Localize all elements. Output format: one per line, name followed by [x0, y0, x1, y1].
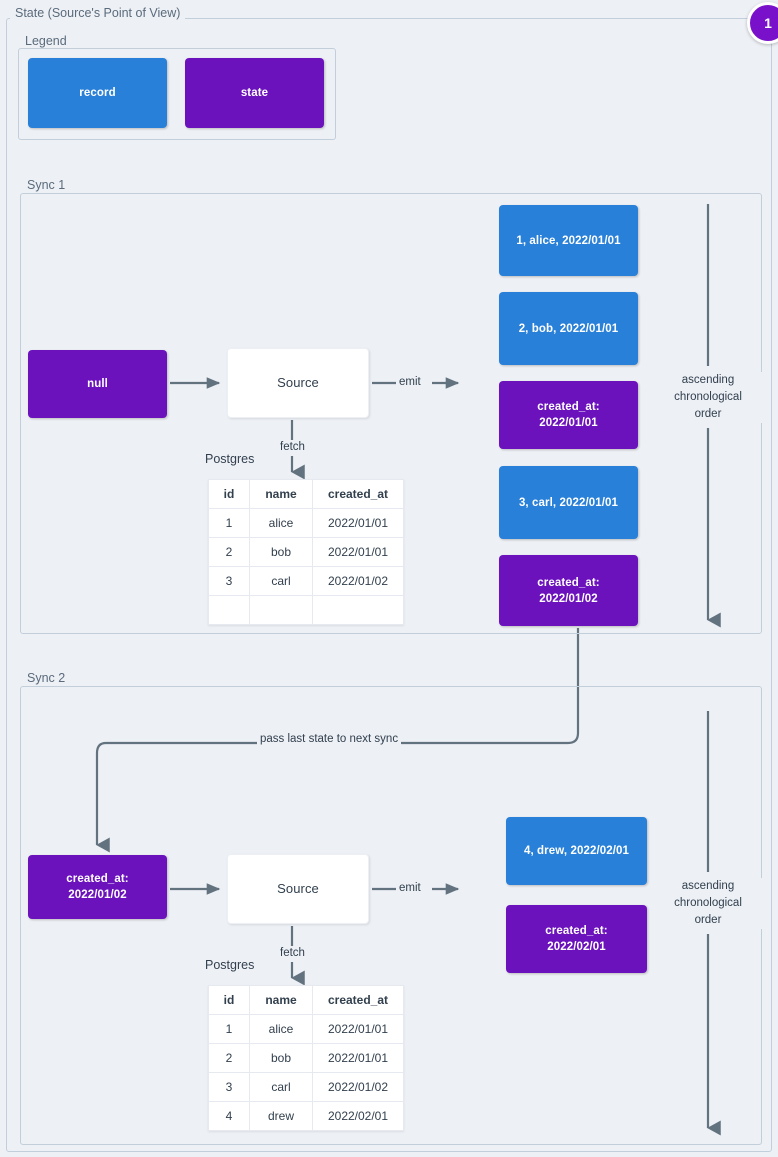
table-row: 2 bob 2022/01/01 [208, 1043, 404, 1073]
order-line-2: chronological [674, 897, 742, 909]
column-header-id: id [208, 479, 250, 509]
cell-name: alice [249, 508, 313, 538]
table-row-empty [208, 595, 404, 625]
legend-title: Legend [20, 34, 72, 48]
sync1-emit-label: emit [396, 375, 424, 389]
order-line-3: order [694, 408, 722, 420]
order-line-1: ascending [681, 374, 735, 386]
sync1-postgres-table: id name created_at 1 alice 2022/01/01 2 … [208, 479, 404, 625]
cell-name: bob [249, 1043, 313, 1073]
cell-created-at: 2022/01/01 [312, 537, 404, 567]
sync1-record-node-3: 3, carl, 2022/01/01 [499, 466, 638, 539]
sync2-postgres-table: id name created_at 1 alice 2022/01/01 2 … [208, 985, 404, 1131]
sync1-input-state-node: null [28, 350, 167, 418]
sync2-database-label: Postgres [205, 958, 255, 972]
step-badge[interactable]: 1 [747, 2, 778, 44]
table-row: 1 alice 2022/01/01 [208, 508, 404, 538]
order-line-2: chronological [674, 391, 742, 403]
sync1-order-label: ascending chronological order [653, 372, 763, 423]
cell-id: 3 [208, 1072, 250, 1102]
table-row: 2 bob 2022/01/01 [208, 537, 404, 567]
column-header-created-at: created_at [312, 479, 404, 509]
sync1-record-node-1: 1, alice, 2022/01/01 [499, 205, 638, 276]
cell-id: 2 [208, 537, 250, 567]
table-header-row: id name created_at [208, 985, 404, 1015]
sync1-database-label: Postgres [205, 452, 255, 466]
column-header-id: id [208, 985, 250, 1015]
legend-swatch-state: state [185, 58, 324, 128]
cell-created-at: 2022/02/01 [312, 1101, 404, 1131]
legend-swatch-record: record [28, 58, 167, 128]
sync2-source-node: Source [227, 854, 369, 924]
cell-created-at: 2022/01/01 [312, 1014, 404, 1044]
table-row: 4 drew 2022/02/01 [208, 1101, 404, 1131]
state-key: created_at: [66, 873, 129, 885]
order-line-1: ascending [681, 880, 735, 892]
sync1-title: Sync 1 [22, 178, 71, 192]
state-value: 2022/01/01 [539, 417, 598, 429]
table-row: 1 alice 2022/01/01 [208, 1014, 404, 1044]
cell-created-at: 2022/01/02 [312, 1072, 404, 1102]
sync1-state-node-2: created_at: 2022/01/02 [499, 555, 638, 626]
sync1-state-node-1: created_at: 2022/01/01 [499, 381, 638, 449]
cell-id: 1 [208, 508, 250, 538]
sync2-record-node-1: 4, drew, 2022/02/01 [506, 817, 647, 885]
cell-id: 2 [208, 1043, 250, 1073]
sync1-fetch-label: fetch [277, 440, 308, 454]
cell-name: carl [249, 1072, 313, 1102]
cell-created-at: 2022/01/02 [312, 566, 404, 596]
state-value: 2022/01/02 [68, 889, 127, 901]
sync2-state-node-1: created_at: 2022/02/01 [506, 905, 647, 973]
state-key: created_at: [537, 576, 600, 589]
column-header-name: name [249, 479, 313, 509]
cell-name: drew [249, 1101, 313, 1131]
order-line-3: order [694, 914, 722, 926]
sync2-input-state-node: created_at: 2022/01/02 [28, 855, 167, 919]
column-header-created-at: created_at [312, 985, 404, 1015]
state-value: 2022/02/01 [547, 941, 606, 953]
state-value: 2022/01/02 [539, 592, 598, 605]
cell-id: 3 [208, 566, 250, 596]
table-row: 3 carl 2022/01/02 [208, 566, 404, 596]
state-key: created_at: [545, 925, 608, 937]
state-key: created_at: [537, 401, 600, 413]
cell-created-at [312, 595, 404, 625]
cell-created-at: 2022/01/01 [312, 508, 404, 538]
sync1-record-node-2: 2, bob, 2022/01/01 [499, 292, 638, 365]
sync2-emit-label: emit [396, 881, 424, 895]
sync1-source-node: Source [227, 348, 369, 418]
cell-name [249, 595, 313, 625]
cell-name: alice [249, 1014, 313, 1044]
page-title: State (Source's Point of View) [10, 6, 186, 20]
cell-id [208, 595, 250, 625]
table-header-row: id name created_at [208, 479, 404, 509]
diagram-root-frame [6, 18, 772, 1152]
sync2-title: Sync 2 [22, 671, 71, 685]
cell-id: 4 [208, 1101, 250, 1131]
cell-id: 1 [208, 1014, 250, 1044]
column-header-name: name [249, 985, 313, 1015]
cell-name: bob [249, 537, 313, 567]
table-row: 3 carl 2022/01/02 [208, 1072, 404, 1102]
cell-name: carl [249, 566, 313, 596]
sync2-order-label: ascending chronological order [653, 878, 763, 929]
pass-last-state-label: pass last state to next sync [257, 732, 402, 746]
cell-created-at: 2022/01/01 [312, 1043, 404, 1073]
legend-frame [18, 48, 336, 140]
sync2-fetch-label: fetch [277, 946, 308, 960]
